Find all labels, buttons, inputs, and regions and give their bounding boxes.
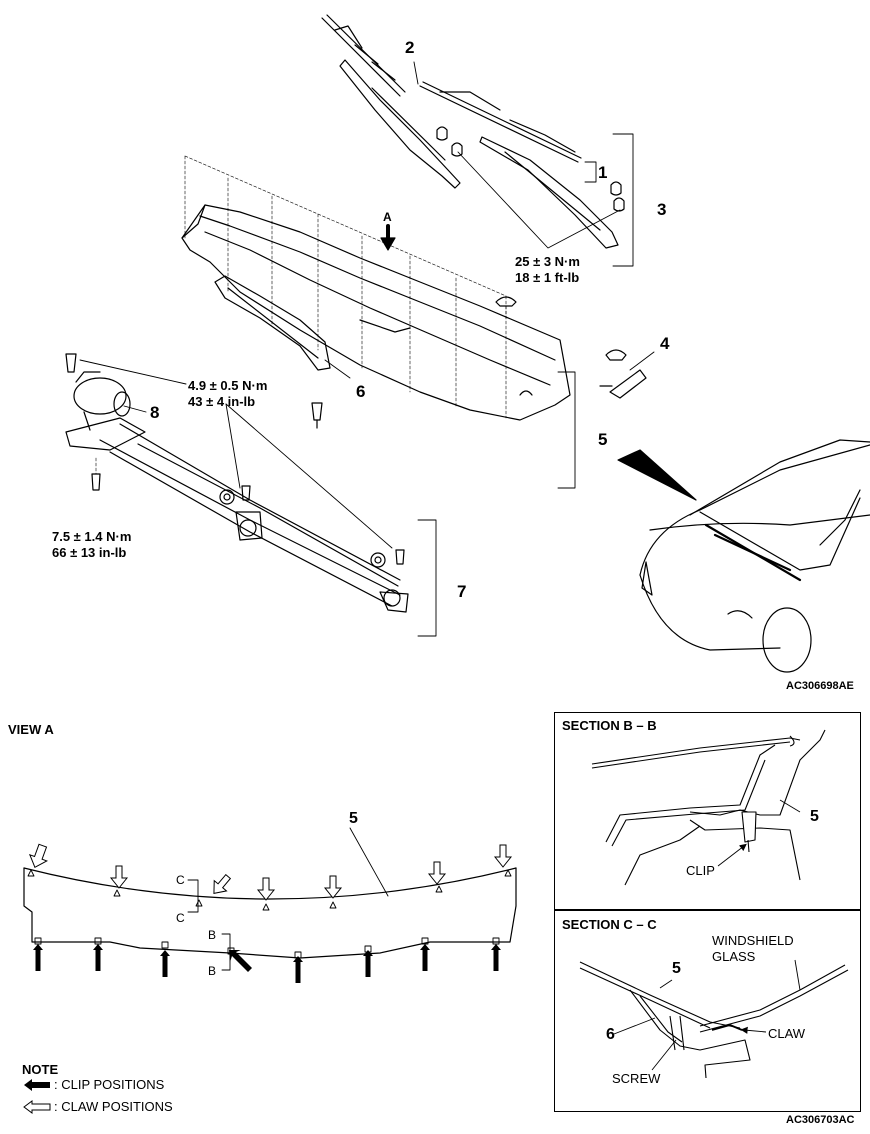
section-c-marker-top: C: [176, 873, 185, 887]
torque-motor-bolt-metric: 4.9 ± 0.5 N·m: [188, 378, 268, 393]
callout-3: 3: [657, 200, 667, 219]
section-b-marker-bottom: B: [208, 964, 217, 978]
callout-6: 6: [356, 382, 366, 401]
wiper-motor-part-8: [73, 371, 147, 431]
note-title: NOTE: [22, 1062, 59, 1077]
cowl-seal-part-6: [214, 275, 331, 371]
cowl-top-panel: [181, 204, 571, 421]
section-cc-part-5: 5: [672, 960, 681, 977]
claw-triangles: [27, 869, 512, 911]
figure-code-bottom: AC306703AC: [786, 1114, 855, 1126]
clip-rivet: [495, 296, 517, 307]
windshield-label-1: WINDSHIELD: [712, 933, 794, 948]
torque-arm-nut-metric: 25 ± 3 N·m: [515, 254, 580, 269]
callout-8: 8: [150, 403, 160, 422]
wiper-blade-passenger: [419, 81, 582, 163]
claw-position-arrows: [28, 843, 513, 901]
torque-linkage-bolt-metric: 7.5 ± 1.4 N·m: [52, 529, 132, 544]
callout-2: 2: [405, 38, 415, 57]
clip-bracket-part-4: [599, 349, 647, 399]
section-cc-box: [554, 910, 861, 1112]
section-bb-box: [554, 712, 861, 910]
view-a-arrow-label: A: [383, 210, 392, 224]
screw: [311, 402, 323, 429]
torque-motor-bolt-imperial: 43 ± 4 in-lb: [188, 394, 256, 409]
view-a-part-5: 5: [349, 810, 358, 827]
section-bb-drawing: [591, 729, 826, 886]
wiper-blade-driver: [321, 14, 406, 97]
wiper-linkage-part-7: [65, 417, 409, 613]
callout-4: 4: [660, 334, 670, 353]
claw-label: CLAW: [768, 1026, 806, 1041]
note-clip-positions: : CLIP POSITIONS: [54, 1077, 165, 1092]
callout-1: 1: [598, 163, 608, 182]
section-cc-drawing: [579, 959, 849, 1079]
section-b-marker-top: B: [208, 928, 217, 942]
view-a-title: VIEW A: [8, 722, 54, 737]
section-c-marker-bottom: C: [176, 911, 185, 925]
section-bb-clip-label: CLIP: [686, 863, 715, 878]
arm-nut-caps: [436, 126, 625, 212]
wiper-arm-driver: [339, 59, 461, 189]
section-bb-part-5: 5: [810, 808, 819, 825]
note-claw-positions: : CLAW POSITIONS: [54, 1099, 173, 1114]
section-cc-title: SECTION C – C: [562, 917, 657, 932]
screw-label: SCREW: [612, 1071, 661, 1086]
torque-arm-nut-imperial: 18 ± 1 ft-lb: [515, 270, 580, 285]
clip-squares: [34, 937, 500, 959]
windshield-label-2: GLASS: [712, 949, 756, 964]
motor-bolt: [65, 353, 77, 373]
callout-5: 5: [598, 430, 608, 449]
note-legend-arrows: [23, 1079, 51, 1114]
section-cc-part-6: 6: [606, 1026, 615, 1043]
wiper-arm-passenger: [479, 136, 619, 249]
section-bb-title: SECTION B – B: [562, 718, 657, 733]
figure-code-top: AC306698AE: [786, 680, 854, 692]
clip-position-arrows: [33, 944, 501, 983]
callout-7: 7: [457, 582, 467, 601]
vehicle-silhouette: [639, 439, 870, 673]
torque-linkage-bolt-imperial: 66 ± 13 in-lb: [52, 545, 127, 560]
